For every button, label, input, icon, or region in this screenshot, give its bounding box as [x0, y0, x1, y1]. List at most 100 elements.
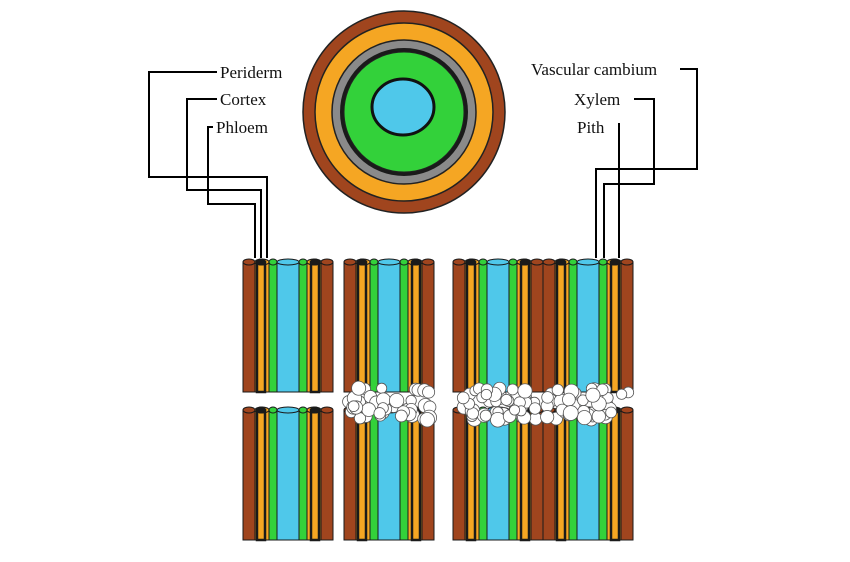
stem-segment-4 — [540, 258, 635, 542]
segment-2-lower — [343, 406, 435, 542]
periderm-cap — [620, 258, 634, 266]
xylem-strip — [369, 261, 379, 393]
callus-cell — [479, 409, 492, 422]
stem-segment-1 — [242, 258, 334, 542]
pith-strip — [377, 409, 401, 541]
callus-cell — [540, 410, 555, 425]
xylem-cap — [369, 258, 379, 266]
callus-cell — [422, 385, 436, 399]
pith-strip — [576, 409, 600, 541]
xylem-cap — [399, 258, 409, 266]
stem-segments — [242, 258, 635, 542]
callus-cell — [562, 392, 576, 407]
segment-4-upper — [542, 258, 634, 394]
pith-cap — [377, 258, 401, 266]
periderm-label: Periderm — [220, 63, 282, 82]
periderm-cap — [421, 258, 435, 266]
callus-cell — [551, 383, 564, 397]
callus-cell — [480, 388, 492, 401]
xylem-strip — [369, 409, 379, 541]
pith-strip — [276, 261, 300, 393]
periderm-cap — [242, 406, 256, 414]
pith-label: Pith — [577, 118, 605, 137]
periderm-strip — [343, 261, 357, 393]
xylem-strip — [298, 409, 308, 541]
periderm-strip — [242, 261, 256, 393]
callus-cluster-3 — [456, 381, 543, 428]
pith-strip — [486, 261, 510, 393]
periderm-strip — [530, 409, 544, 541]
periderm-strip — [421, 261, 435, 393]
callus-cell — [591, 409, 606, 424]
callus-cell — [419, 412, 435, 428]
periderm-cap — [452, 258, 466, 266]
vascular-cambium-cap — [256, 406, 266, 414]
vascular-cambium-cap — [556, 258, 566, 266]
xylem-strip — [399, 261, 409, 393]
periderm-cap — [242, 258, 256, 266]
callus-cell — [528, 402, 542, 415]
pith-cap — [276, 406, 300, 414]
callus-cell — [373, 407, 386, 420]
xylem-strip — [268, 409, 278, 541]
periderm-strip — [242, 409, 256, 541]
pith-cap — [276, 258, 300, 266]
callus-cell — [576, 410, 592, 426]
periderm-strip — [343, 409, 357, 541]
callus-cell — [347, 400, 360, 412]
callus-cell — [500, 393, 513, 406]
callus-cell — [506, 383, 519, 396]
vascular-cambium-label: Vascular cambium — [531, 60, 657, 79]
cortex-leader-line — [186, 98, 262, 258]
xylem-strip — [298, 261, 308, 393]
periderm-cap — [343, 258, 357, 266]
segment-2-upper — [343, 258, 435, 394]
pith-cap — [576, 258, 600, 266]
callus-cell — [388, 392, 405, 409]
xylem-strip — [568, 409, 578, 541]
leader-lines — [148, 68, 698, 258]
vascular-cambium-cap — [466, 258, 476, 266]
periderm-strip — [530, 261, 544, 393]
callus-cell — [376, 382, 388, 394]
segment-4-lower — [542, 406, 634, 542]
xylem-label: Xylem — [574, 90, 620, 109]
periderm-leader-line — [148, 71, 268, 258]
segment-1-lower — [242, 406, 334, 542]
vascular-cambium-leader-line — [595, 68, 698, 258]
xylem-strip — [508, 261, 518, 393]
callus-cell — [361, 402, 376, 417]
phloem-leader-line — [207, 126, 256, 258]
xylem-cap — [298, 258, 308, 266]
callus-cell — [517, 383, 533, 399]
pith-strip — [276, 409, 300, 541]
periderm-strip — [320, 261, 334, 393]
stem-segment-2 — [342, 258, 438, 542]
xylem-leader-line — [603, 98, 655, 258]
xylem-cap — [478, 258, 488, 266]
xylem-cap — [298, 406, 308, 414]
xylem-cap — [598, 258, 608, 266]
xylem-strip — [508, 409, 518, 541]
segment-3-upper — [452, 258, 544, 394]
xylem-strip — [478, 261, 488, 393]
callus-cell — [351, 380, 367, 396]
vascular-cambium-cap — [310, 406, 320, 414]
vascular-cambium-cap — [411, 258, 421, 266]
pith-strip — [576, 261, 600, 393]
callus-cell — [585, 387, 601, 403]
periderm-cap — [320, 258, 334, 266]
periderm-cap — [620, 406, 634, 414]
xylem-cap — [268, 406, 278, 414]
callus-cluster-2 — [342, 380, 438, 428]
stem-segment-3 — [452, 258, 544, 542]
callus-cell — [541, 391, 554, 404]
callus-cell — [605, 406, 617, 419]
vascular-cambium-cap — [256, 258, 266, 266]
pith-strip — [486, 409, 510, 541]
callus-cell — [490, 411, 506, 428]
xylem-strip — [568, 261, 578, 393]
periderm-cap — [542, 258, 556, 266]
cortex-label: Cortex — [220, 90, 267, 109]
